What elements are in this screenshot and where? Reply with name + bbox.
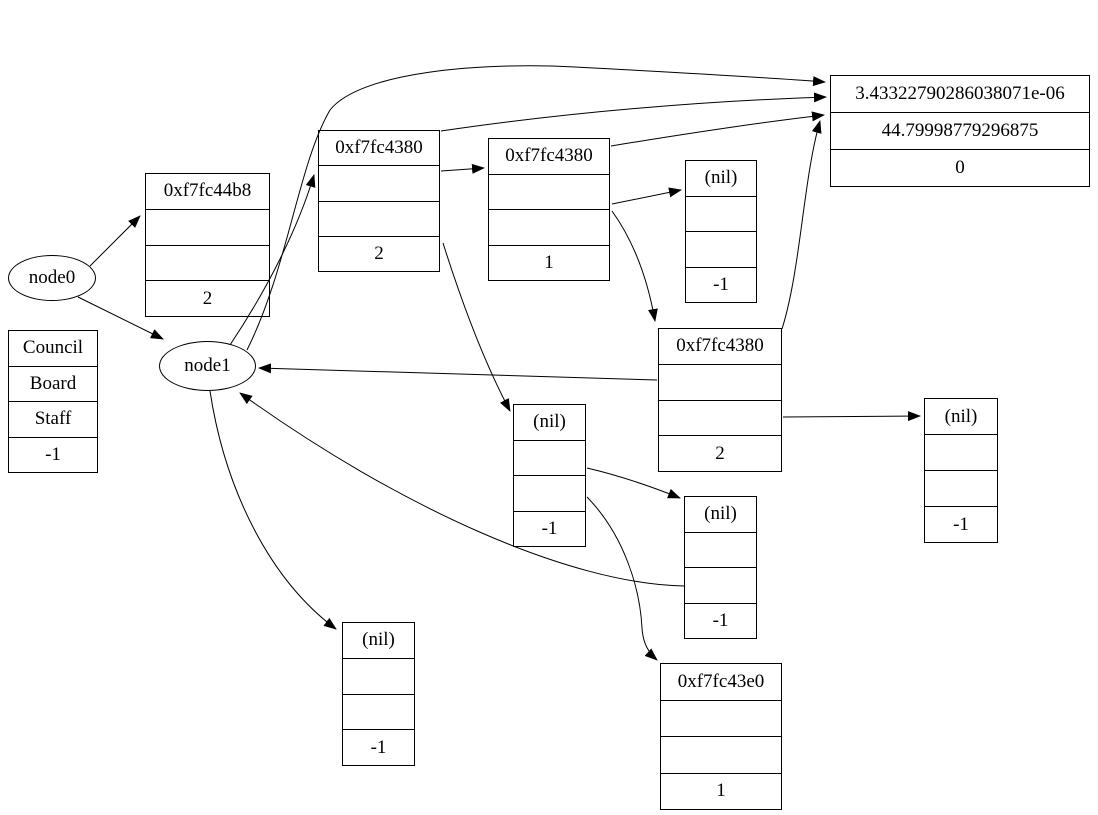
record-cell-value: -1	[514, 510, 585, 547]
record-cell-value: 2	[146, 280, 269, 316]
edge-0xf7fc4380-c-to-node1	[258, 363, 658, 381]
record-cell-pointer-1	[661, 699, 781, 737]
record-cell-pointer-1	[489, 173, 609, 210]
record-cell-float-1: 3.43322790286038071e-06	[855, 83, 1065, 104]
record-cell-pointer-2	[685, 567, 756, 603]
record-cell-value: -1	[686, 266, 756, 303]
record-cell-value: 1	[489, 244, 609, 281]
record-box-0xf7fc4380-a: 0xf7fc4380 2	[318, 130, 440, 272]
record-cell-pointer-1	[146, 208, 269, 245]
record-cell-pointer-1	[319, 165, 439, 200]
record-cell-pointer-1	[514, 439, 585, 476]
record-cell-title: 0xf7fc4380	[335, 137, 423, 159]
edge-0xf7fc4380-b-to-0xf7fc4380-c	[611, 210, 658, 322]
record-cell-float-3: 0	[831, 149, 1089, 186]
record-box-nil-top: (nil) -1	[685, 160, 757, 303]
record-cell-pointer-2	[925, 470, 997, 506]
record-cell-value: -1	[9, 436, 97, 473]
node0-label: node0	[28, 267, 76, 288]
record-cell-title: 0xf7fc43e0	[677, 670, 765, 692]
record-cell-title: 0xf7fc44b8	[163, 180, 252, 202]
edge-node0-to-0xf7fc44b8	[89, 215, 141, 267]
record-cell-pointer-1: Board	[9, 365, 97, 402]
record-cell-title: (nil)	[704, 503, 737, 525]
record-cell-pointer-2	[514, 475, 585, 511]
edge-0xf7fc4380-b-to-nil-top	[611, 187, 682, 205]
record-cell-pointer-2	[659, 399, 781, 436]
edge-0xf7fc4380-a-to-float-values	[440, 92, 827, 132]
record-box-0xf7fc44b8: 0xf7fc44b8 2	[145, 173, 270, 317]
record-cell-float-2: 44.79998779296875	[831, 112, 1089, 149]
edge-0xf7fc4380-c-to-float-values	[781, 120, 822, 330]
record-cell-title: 0xf7fc4380	[676, 335, 764, 357]
edge-nil-mid-to-0xf7fc43e0	[586, 496, 658, 661]
record-box-0xf7fc43e0: 0xf7fc43e0 1	[660, 663, 782, 810]
graph-node-node0: node0	[8, 255, 96, 301]
record-cell-value: 2	[659, 435, 781, 471]
record-box-float-values: 3.43322790286038071e-06 44.7999877929687…	[830, 75, 1090, 187]
record-cell-pointer-2	[661, 736, 781, 773]
record-cell-value: -1	[925, 506, 997, 542]
record-cell-value: -1	[685, 602, 756, 639]
record-cell-pointer-2	[146, 244, 269, 281]
record-box-nil-right: (nil) -1	[924, 398, 998, 543]
record-cell-pointer-1	[343, 657, 414, 694]
node1-label: node1	[184, 355, 231, 376]
edge-nil-mid-to-nil-lower	[586, 467, 681, 499]
record-cell-value: 2	[319, 235, 439, 271]
record-cell-title: (nil)	[533, 411, 566, 433]
record-cell-pointer-2	[489, 209, 609, 245]
edge-0xf7fc4380-b-to-float-values	[610, 111, 825, 147]
record-box-nil-lower: (nil) -1	[684, 496, 757, 639]
record-cell-pointer-2: Staff	[9, 401, 97, 437]
record-box-council: Council Board Staff -1	[8, 330, 98, 473]
record-cell-title: (nil)	[362, 629, 395, 651]
edge-nil-lower-to-node1	[239, 392, 685, 587]
record-cell-title: Council	[22, 337, 84, 359]
graph-node-node1: node1	[159, 341, 256, 391]
record-cell-value: -1	[343, 729, 414, 765]
record-cell-pointer-2	[319, 200, 439, 236]
edge-0xf7fc4380-c-to-nil-right	[782, 411, 921, 422]
record-cell-pointer-1	[685, 531, 756, 568]
record-box-nil-bottom: (nil) -1	[342, 622, 415, 766]
record-cell-pointer-2	[343, 693, 414, 730]
record-box-0xf7fc4380-c: 0xf7fc4380 2	[658, 328, 782, 472]
edge-node1-to-nil-bottom	[209, 390, 337, 630]
record-box-0xf7fc4380-b: 0xf7fc4380 1	[488, 138, 610, 281]
record-cell-value: 1	[661, 772, 781, 810]
record-cell-title: (nil)	[704, 167, 738, 189]
record-box-nil-mid: (nil) -1	[513, 404, 586, 547]
record-cell-pointer-1	[686, 195, 756, 232]
record-cell-pointer-2	[686, 231, 756, 267]
record-cell-title: 0xf7fc4380	[505, 145, 593, 167]
edge-0xf7fc4380-a-to-0xf7fc4380-b	[440, 163, 485, 174]
record-cell-pointer-1	[659, 363, 781, 400]
record-cell-pointer-1	[925, 434, 997, 470]
record-cell-title: (nil)	[944, 405, 978, 427]
